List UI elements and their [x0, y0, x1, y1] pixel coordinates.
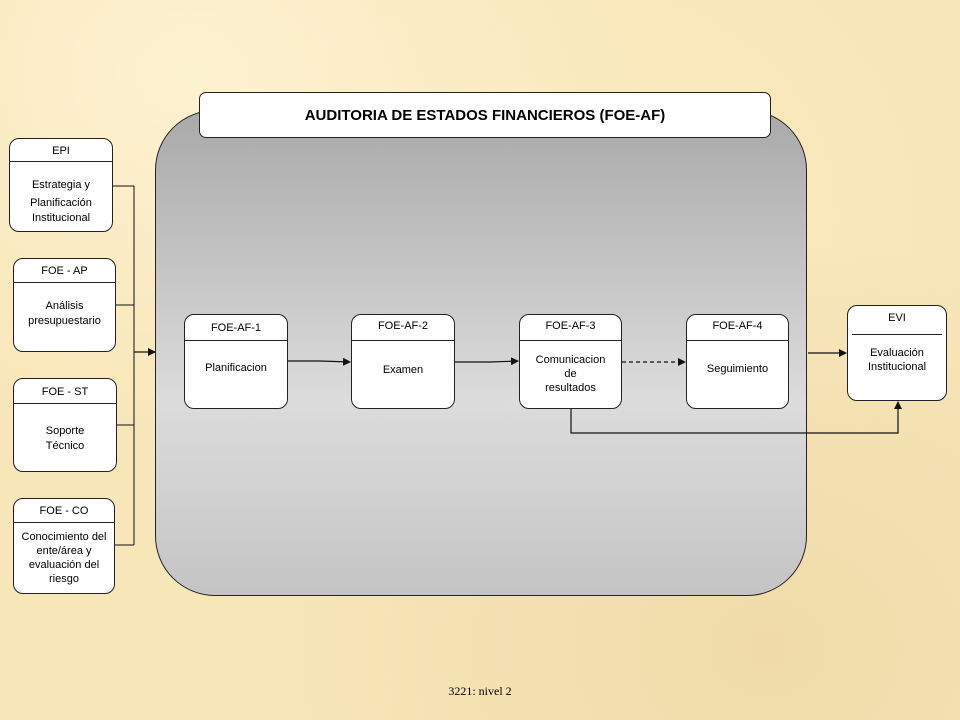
output-label: Evaluación — [870, 347, 924, 359]
input-line: Planificación — [30, 197, 92, 209]
step-label: Comunicacion — [535, 354, 606, 366]
input-code: FOE - AP — [41, 265, 88, 277]
input-line: Técnico — [45, 440, 85, 452]
input-line: presupuestario — [28, 315, 101, 327]
arrow-step1-step2 — [288, 357, 351, 366]
input-box-epi: EPI Estrategia y Planificación Instituci… — [9, 138, 113, 232]
input-code: FOE - ST — [41, 386, 89, 398]
step-box-foe-af-4: FOE-AF-4 Seguimiento — [686, 314, 789, 409]
step-label: Examen — [382, 364, 424, 376]
input-code: FOE - CO — [39, 505, 89, 517]
step-label: resultados — [545, 382, 596, 394]
input-line: Soporte — [45, 425, 85, 437]
step-code: FOE-AF-3 — [545, 320, 596, 332]
step-box-foe-af-3: FOE-AF-3 Comunicacion de resultados — [519, 314, 622, 409]
step-label: Seguimiento — [706, 363, 769, 375]
input-line: Estrategia y — [31, 179, 91, 191]
arrow-step2-step3 — [455, 357, 519, 366]
input-box-foe-st: FOE - ST Soporte Técnico — [13, 378, 117, 472]
step-code: FOE-AF-1 — [210, 322, 262, 334]
input-line: evaluación del — [28, 559, 100, 571]
step-box-foe-af-1: FOE-AF-1 Planificacion — [184, 314, 288, 409]
step-code: FOE-AF-2 — [377, 320, 429, 332]
output-code: EVI — [888, 312, 906, 324]
input-line: Conocimiento del — [21, 531, 107, 543]
step-box-foe-af-2: FOE-AF-2 Examen — [351, 314, 455, 409]
input-bus-lines — [112, 185, 135, 546]
input-line: Análisis — [45, 300, 84, 312]
diagram-title: AUDITORIA DE ESTADOS FINANCIEROS (FOE-AF… — [199, 92, 771, 138]
step-code: FOE-AF-4 — [712, 320, 763, 332]
input-line: ente/área y — [36, 545, 92, 557]
input-line: riesgo — [49, 573, 79, 585]
input-box-foe-ap: FOE - AP Análisis presupuestario — [13, 258, 116, 352]
input-box-foe-co: FOE - CO Conocimiento del ente/área y ev… — [13, 498, 115, 594]
input-line: Institucional — [31, 212, 91, 224]
step-label: Planificacion — [205, 362, 267, 374]
output-label: Institucional — [867, 361, 927, 373]
input-code: EPI — [52, 145, 70, 157]
output-box-evi: EVI Evaluación Institucional — [847, 305, 947, 401]
arrow-step3-output-feedback — [570, 401, 902, 434]
footer-caption: 3221: nivel 2 — [448, 684, 512, 698]
step-label: de — [564, 368, 577, 380]
